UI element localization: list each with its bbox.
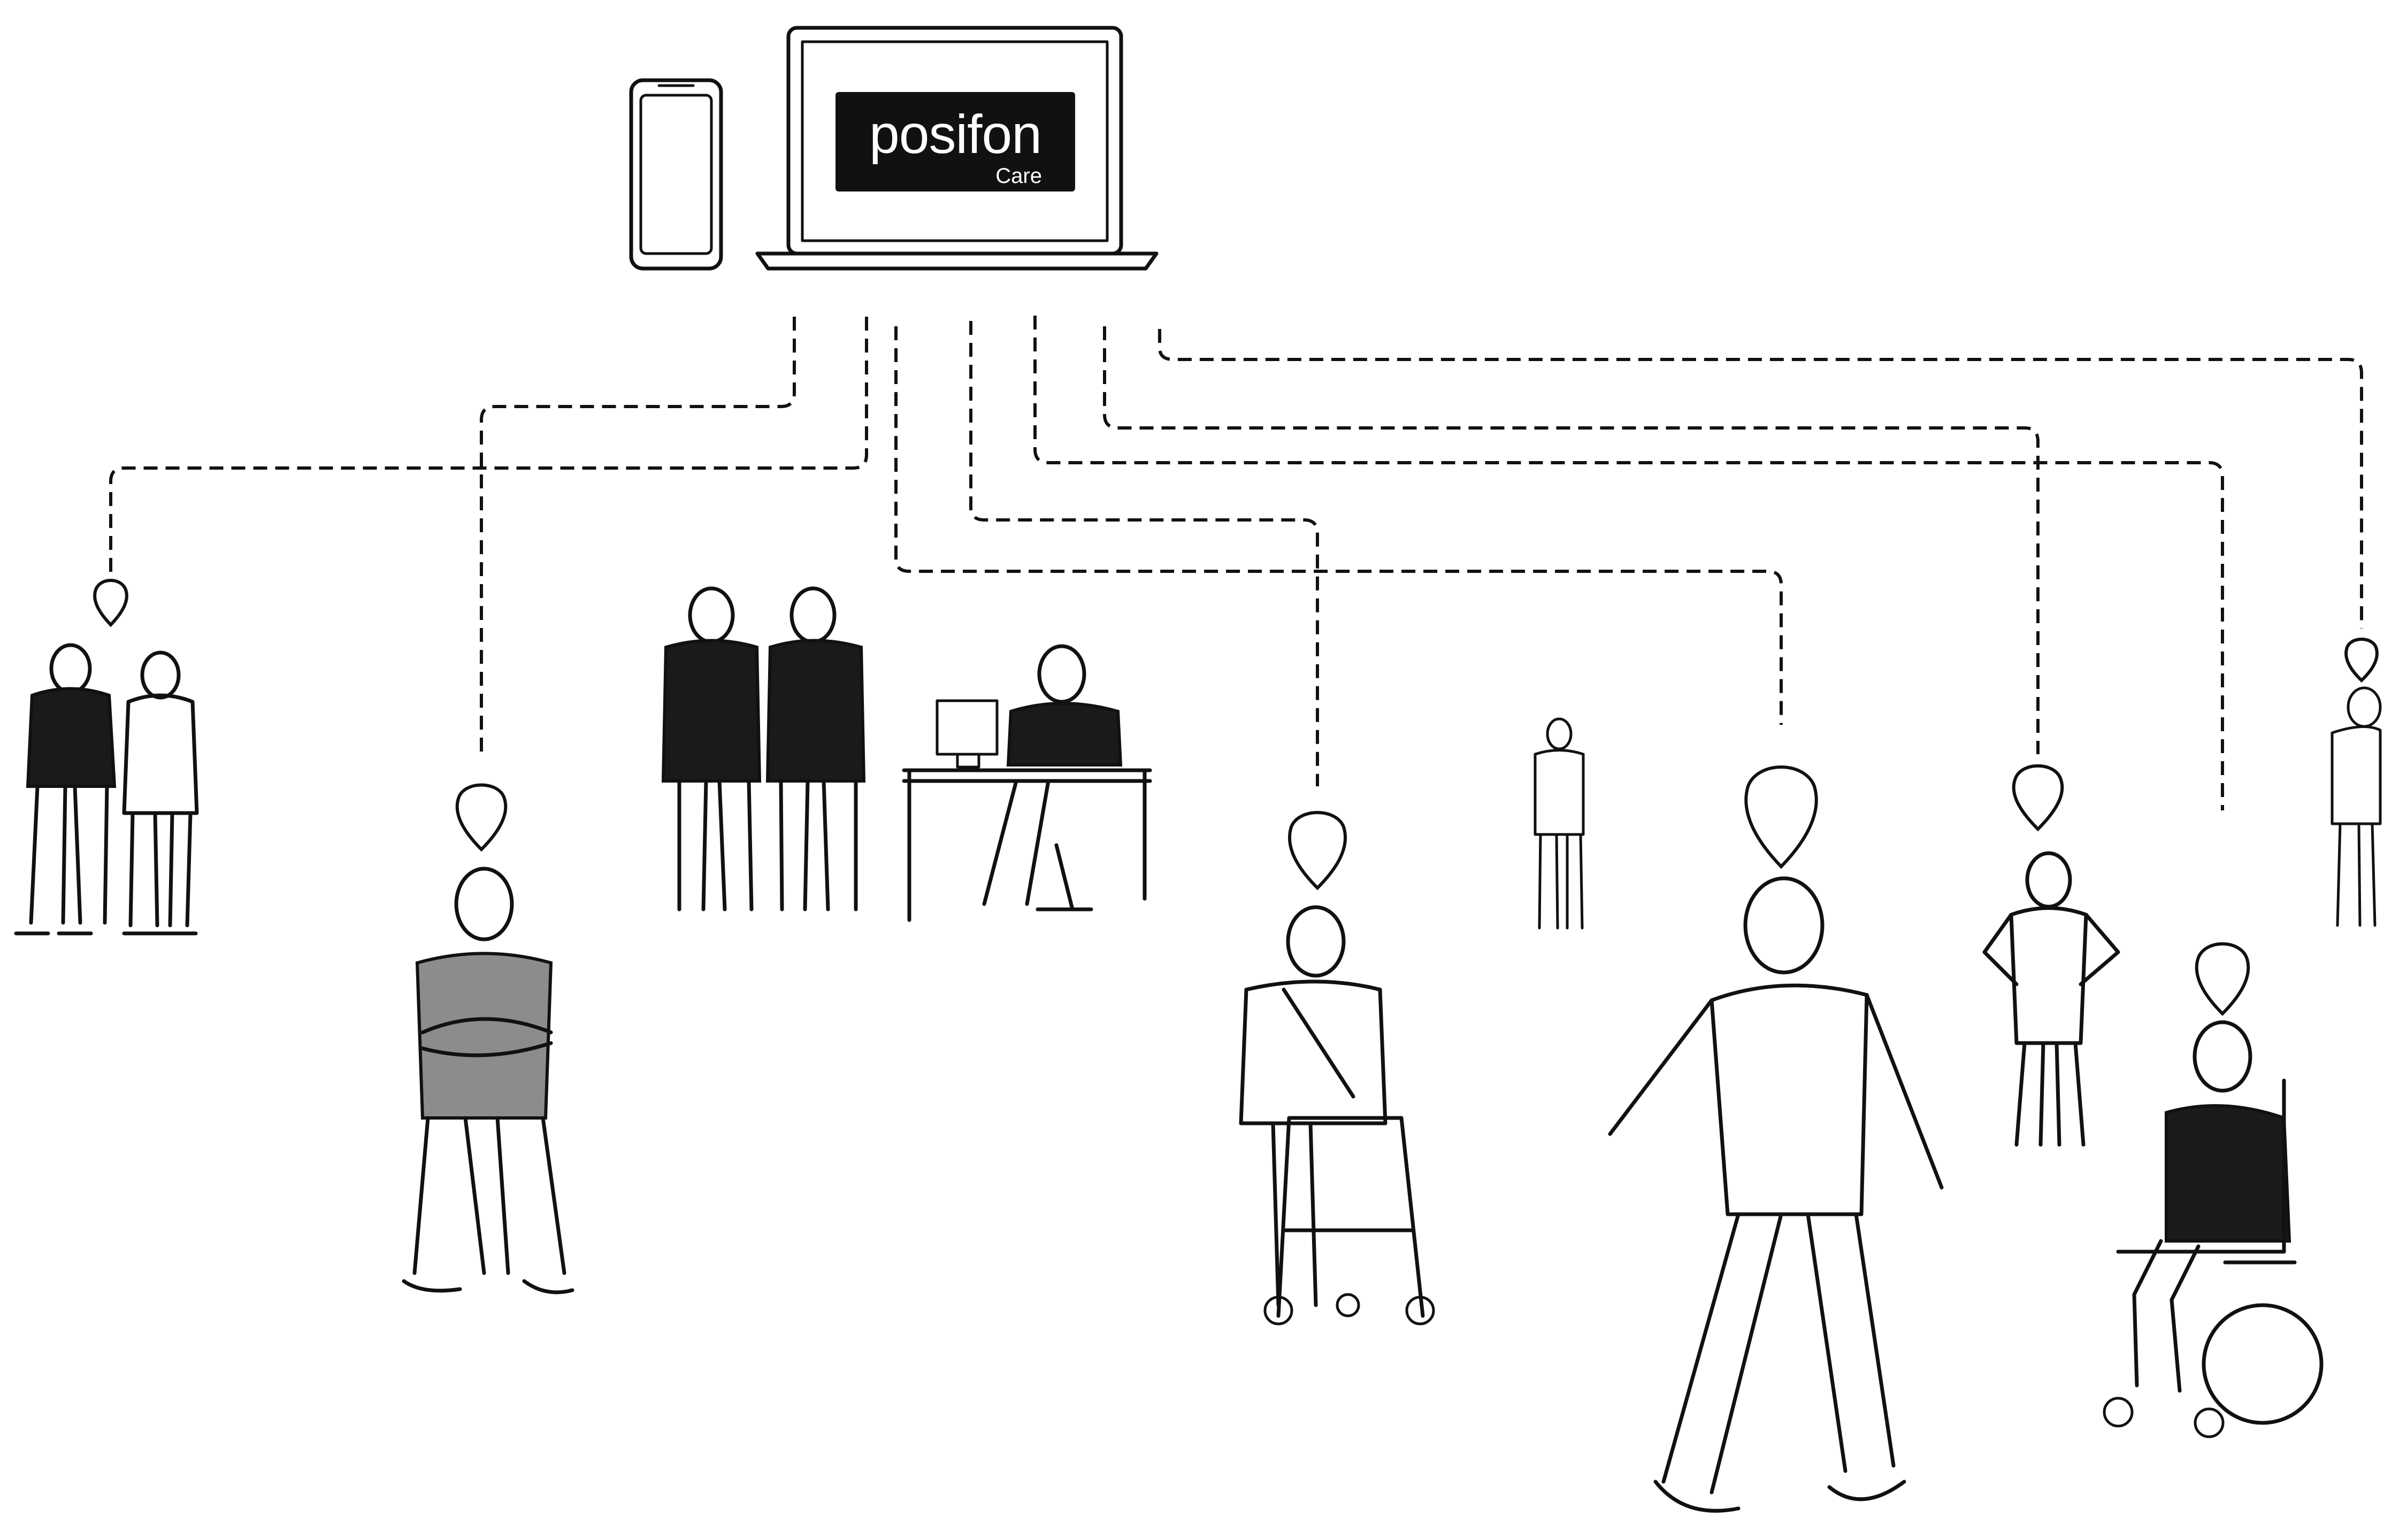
elderly-couple-figure bbox=[16, 645, 197, 933]
logo-tagline: Care bbox=[995, 164, 1042, 188]
connection-lines bbox=[111, 316, 2362, 810]
standing-woman-figure bbox=[1984, 853, 2118, 1145]
connection-line bbox=[1035, 316, 2222, 810]
location-pin-icon bbox=[1746, 767, 1816, 867]
location-pin-icon bbox=[1290, 813, 1345, 888]
connection-line bbox=[1160, 329, 2362, 629]
walking-man-figure bbox=[1610, 878, 1942, 1511]
man-arms-crossed-figure bbox=[404, 869, 572, 1292]
desk-operator-figure bbox=[904, 646, 1150, 920]
distant-man-figure bbox=[1535, 719, 1583, 928]
location-pins bbox=[95, 580, 2377, 1014]
connection-line bbox=[1105, 326, 2038, 754]
logo-wordmark: posifon bbox=[869, 104, 1041, 165]
location-pin-icon bbox=[2346, 639, 2377, 680]
connection-line bbox=[896, 326, 1781, 725]
care-staff-pair-figure bbox=[663, 588, 864, 909]
connection-line bbox=[111, 317, 867, 575]
edge-person-figure bbox=[2332, 688, 2380, 925]
location-pin-icon bbox=[2197, 944, 2249, 1014]
wheelchair-user-figure bbox=[2104, 1022, 2321, 1437]
smartphone-icon bbox=[631, 80, 721, 269]
person-with-walker-figure bbox=[1241, 907, 1434, 1324]
posifon-care-logo: posifon Care bbox=[835, 92, 1075, 191]
location-pin-icon bbox=[457, 785, 506, 850]
location-pin-icon bbox=[95, 580, 127, 625]
location-pin-icon bbox=[2014, 766, 2063, 829]
laptop-icon: posifon Care bbox=[757, 28, 1156, 269]
